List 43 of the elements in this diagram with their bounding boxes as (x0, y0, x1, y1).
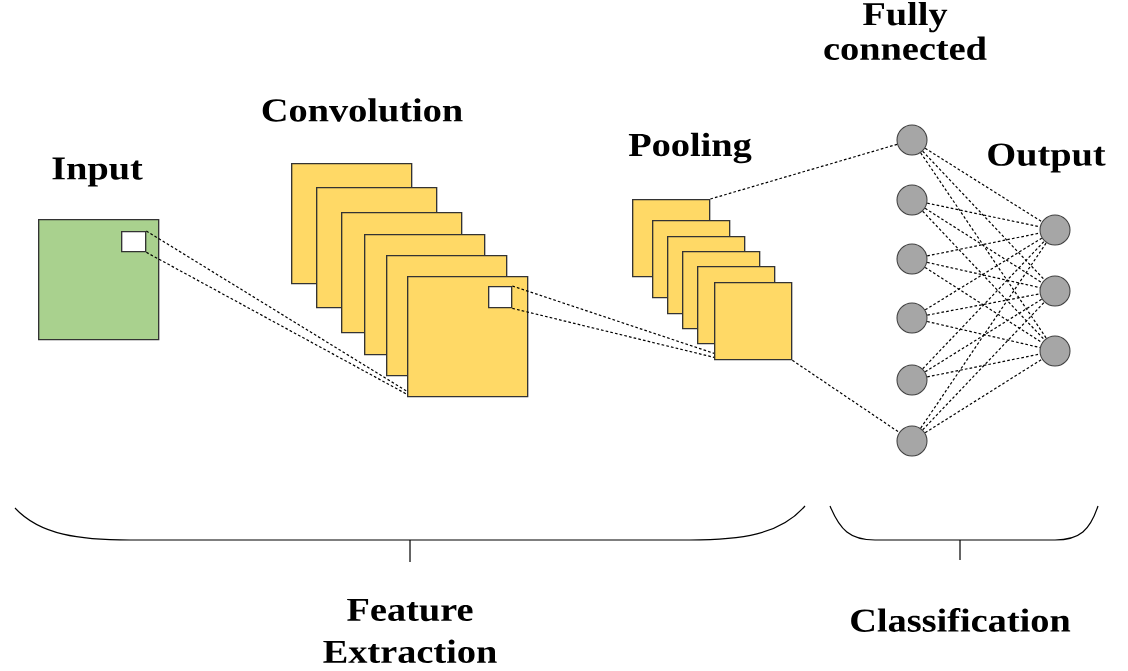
neuron-circle (896, 302, 928, 334)
connection-line (511, 285, 715, 354)
connection-line (922, 150, 1045, 281)
connection-line (924, 207, 1043, 284)
connection-line (926, 232, 1041, 257)
layer-label: Output (988, 143, 1106, 173)
section-label: Feature Extraction (323, 598, 497, 664)
layer-label: Input (52, 157, 143, 187)
neuron-circle (1039, 275, 1071, 307)
layer-label: Pooling (628, 132, 752, 164)
connection-line (922, 240, 1045, 370)
neuron-circle (896, 184, 928, 216)
connection-line (926, 293, 1041, 316)
connection-line (511, 307, 715, 358)
connection-line (926, 261, 1041, 289)
connection-line (924, 298, 1043, 373)
connection-line (924, 147, 1043, 223)
layer-label: Convolution (262, 98, 463, 122)
connection-line (709, 143, 898, 200)
feature-map (714, 282, 793, 361)
neuron-circle (896, 124, 928, 156)
connection-line (922, 210, 1045, 341)
connection-line (920, 242, 1047, 429)
window-square (121, 231, 147, 253)
feature-map (407, 276, 529, 398)
connection-line (920, 152, 1047, 339)
connection-line (924, 237, 1043, 311)
connection-line (926, 353, 1041, 378)
window-square (488, 286, 513, 309)
section-label: Classification (851, 608, 1071, 632)
connection-line (791, 359, 900, 433)
connection-line (922, 301, 1045, 431)
connection-line (924, 358, 1043, 434)
neuron-circle (1039, 214, 1071, 246)
connection-line (926, 320, 1041, 349)
neuron-circle (896, 364, 928, 396)
connection-line (926, 202, 1041, 228)
neuron-circle (1039, 335, 1071, 367)
input-image (38, 219, 160, 341)
neuron-circle (896, 425, 928, 457)
neuron-circle (896, 243, 928, 275)
connection-line (924, 266, 1043, 344)
layer-label: Fully connected (824, 1, 987, 61)
